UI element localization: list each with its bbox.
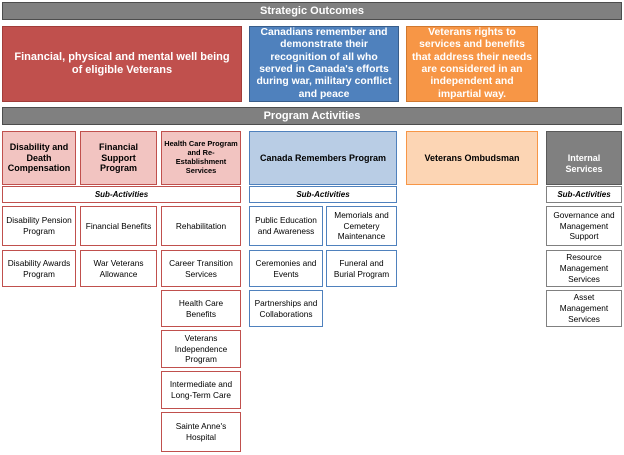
outcome-veterans-well-being: Financial, physical and mental well bein… bbox=[2, 26, 242, 102]
sub-activity-memorials-cemetery: Memorials and Cemetery Maintenance bbox=[326, 206, 397, 246]
sub-activities-header-blue: Sub-Activities bbox=[249, 186, 397, 203]
sub-activities-header-red: Sub-Activities bbox=[2, 186, 241, 203]
program-financial-support: Financial Support Program bbox=[80, 131, 157, 185]
sub-activity-asset-management: Asset Management Services bbox=[546, 290, 622, 327]
outcome-canadians-remember: Canadians remember and demonstrate their… bbox=[249, 26, 399, 102]
outcome-veterans-rights: Veterans rights to services and benefits… bbox=[406, 26, 538, 102]
program-health-care-re-establishment: Health Care Program and Re-Establishment… bbox=[161, 131, 241, 185]
sub-activity-sainte-annes-hospital: Sainte Anne's Hospital bbox=[161, 412, 241, 452]
sub-activity-partnerships: Partnerships and Collaborations bbox=[249, 290, 323, 327]
sub-activity-financial-benefits: Financial Benefits bbox=[80, 206, 157, 246]
sub-activity-funeral-burial: Funeral and Burial Program bbox=[326, 250, 397, 287]
sub-activity-rehabilitation: Rehabilitation bbox=[161, 206, 241, 246]
sub-activity-public-education: Public Education and Awareness bbox=[249, 206, 323, 246]
sub-activity-war-veterans-allowance: War Veterans Allowance bbox=[80, 250, 157, 287]
program-canada-remembers: Canada Remembers Program bbox=[249, 131, 397, 185]
program-internal-services: Internal Services bbox=[546, 131, 622, 185]
sub-activity-disability-awards: Disability Awards Program bbox=[2, 250, 76, 287]
strategic-outcomes-header: Strategic Outcomes bbox=[2, 2, 622, 20]
sub-activity-health-care-benefits: Health Care Benefits bbox=[161, 290, 241, 327]
sub-activities-header-gray: Sub-Activities bbox=[546, 186, 622, 203]
sub-activity-ceremonies-events: Ceremonies and Events bbox=[249, 250, 323, 287]
sub-activity-governance: Governance and Management Support bbox=[546, 206, 622, 246]
sub-activity-disability-pension: Disability Pension Program bbox=[2, 206, 76, 246]
program-disability-death-compensation: Disability and Death Compensation bbox=[2, 131, 76, 185]
sub-activity-career-transition: Career Transition Services bbox=[161, 250, 241, 287]
sub-activity-veterans-independence: Veterans Independence Program bbox=[161, 330, 241, 368]
program-activities-header: Program Activities bbox=[2, 107, 622, 125]
sub-activity-resource-management: Resource Management Services bbox=[546, 250, 622, 287]
sub-activity-intermediate-long-term-care: Intermediate and Long-Term Care bbox=[161, 371, 241, 409]
program-veterans-ombudsman: Veterans Ombudsman bbox=[406, 131, 538, 185]
